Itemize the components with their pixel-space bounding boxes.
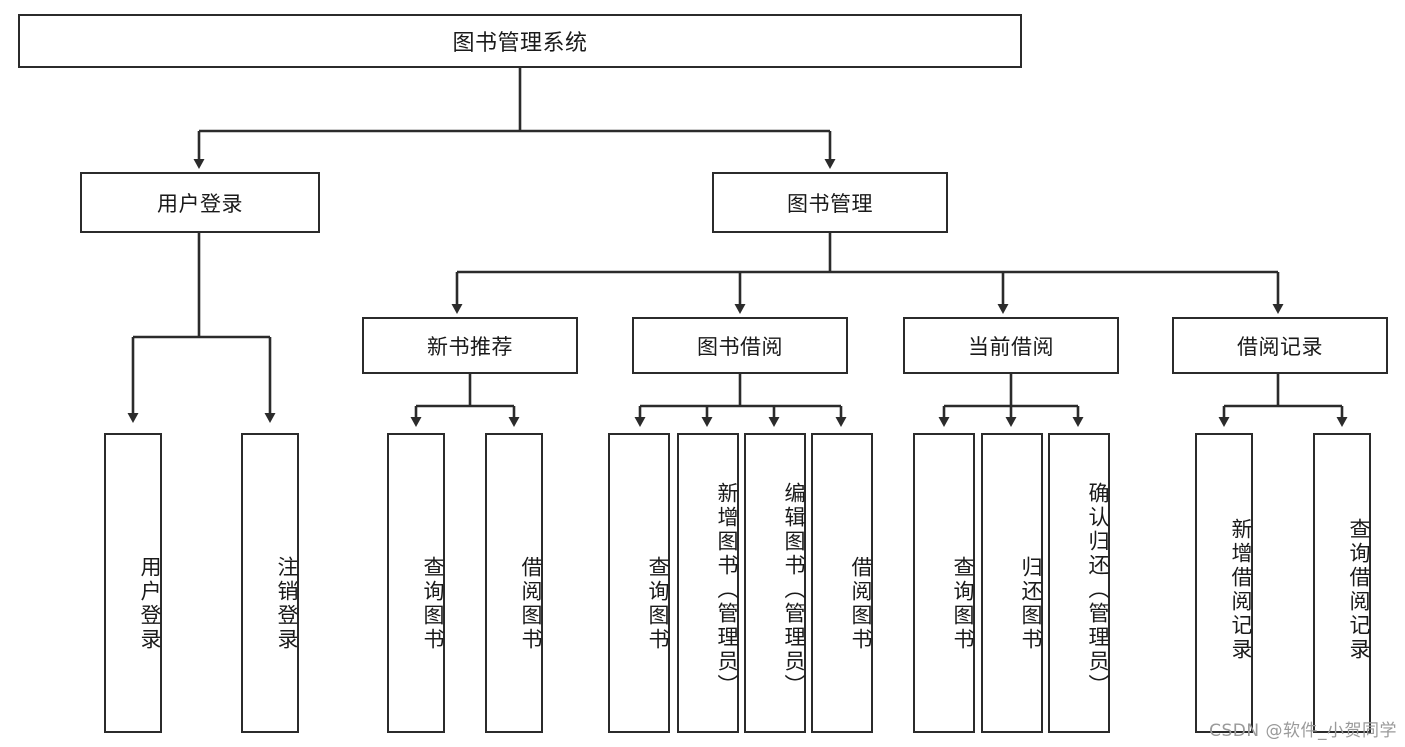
node-leaf-return-book[interactable]: 归还图书 <box>981 433 1043 733</box>
node-leaf-add-record[interactable]: 新增借阅记录 <box>1195 433 1253 733</box>
node-label: 确认归还（管理员） <box>1086 482 1110 698</box>
node-leaf-query-record[interactable]: 查询借阅记录 <box>1313 433 1371 733</box>
node-label: 图书借阅 <box>697 334 783 359</box>
node-label: 查询图书 <box>951 556 975 652</box>
node-label: 当前借阅 <box>968 334 1054 359</box>
node-label: 查询图书 <box>421 556 445 652</box>
node-current-borrow[interactable]: 当前借阅 <box>903 317 1119 374</box>
node-book-management[interactable]: 图书管理 <box>712 172 948 233</box>
node-leaf-query-book-3[interactable]: 查询图书 <box>913 433 975 733</box>
node-label: 用户登录 <box>138 556 162 652</box>
node-leaf-borrow-book-2[interactable]: 借阅图书 <box>811 433 873 733</box>
node-label: 图书管理系统 <box>452 31 588 56</box>
node-book-borrow[interactable]: 图书借阅 <box>632 317 848 374</box>
edge-group-user-login <box>127 233 276 423</box>
node-user-login[interactable]: 用户登录 <box>80 172 320 233</box>
node-label: 查询借阅记录 <box>1347 518 1371 662</box>
node-leaf-query-book-2[interactable]: 查询图书 <box>608 433 670 733</box>
node-leaf-borrow-book-1[interactable]: 借阅图书 <box>485 433 543 733</box>
edge-group-new-book-recommend <box>410 374 520 427</box>
node-borrow-record[interactable]: 借阅记录 <box>1172 317 1388 374</box>
node-label: 用户登录 <box>157 191 243 216</box>
node-label: 新书推荐 <box>427 334 513 359</box>
node-book-management-system[interactable]: 图书管理系统 <box>18 14 1022 68</box>
node-label: 新增借阅记录 <box>1229 518 1253 662</box>
edge-group-current-borrow <box>938 374 1084 427</box>
node-leaf-user-login[interactable]: 用户登录 <box>104 433 162 733</box>
node-label: 借阅记录 <box>1237 334 1323 359</box>
node-leaf-edit-book[interactable]: 编辑图书（管理员） <box>744 433 806 733</box>
edge-group-borrow-record <box>1218 374 1348 427</box>
node-leaf-confirm-return[interactable]: 确认归还（管理员） <box>1048 433 1110 733</box>
edge-group-root <box>193 68 836 169</box>
node-label: 借阅图书 <box>519 556 543 652</box>
edge-group-book-management <box>451 233 1284 314</box>
node-label: 编辑图书（管理员） <box>782 482 806 698</box>
node-label: 归还图书 <box>1019 556 1043 652</box>
node-label: 图书管理 <box>787 191 873 216</box>
node-label: 新增图书（管理员） <box>715 482 739 698</box>
node-new-book-recommend[interactable]: 新书推荐 <box>362 317 578 374</box>
node-leaf-add-book[interactable]: 新增图书（管理员） <box>677 433 739 733</box>
node-leaf-logout[interactable]: 注销登录 <box>241 433 299 733</box>
node-label: 借阅图书 <box>849 556 873 652</box>
node-label: 查询图书 <box>646 556 670 652</box>
node-leaf-query-book-1[interactable]: 查询图书 <box>387 433 445 733</box>
node-label: 注销登录 <box>275 556 299 652</box>
edge-group-book-borrow <box>634 374 847 427</box>
